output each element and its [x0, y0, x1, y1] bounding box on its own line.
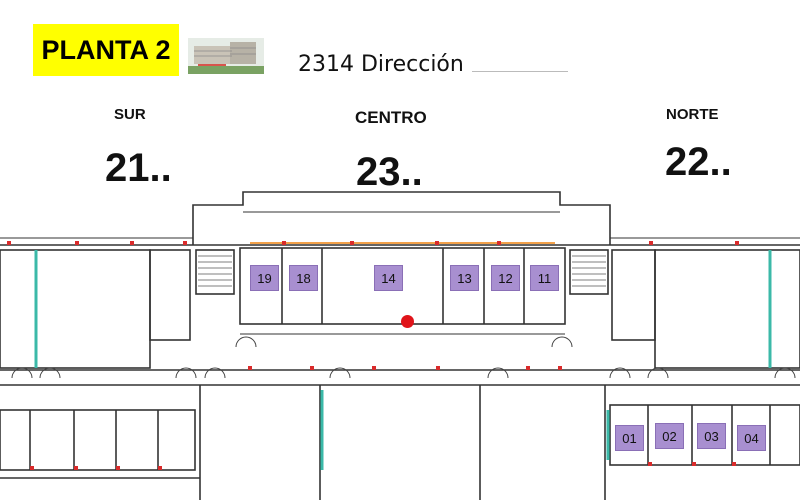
room-12[interactable]: 12 [491, 265, 520, 291]
room-01[interactable]: 01 [615, 425, 644, 451]
wing-centro-code: 23.. [356, 150, 423, 194]
wing-norte-name: NORTE [666, 106, 719, 123]
wing-sur-code: 21.. [105, 146, 172, 190]
room-title: 2314 Dirección [298, 52, 464, 77]
wing-centro-name: CENTRO [355, 108, 427, 127]
room-04[interactable]: 04 [737, 425, 766, 451]
room-18[interactable]: 18 [289, 265, 318, 291]
floor-label: PLANTA 2 [33, 24, 179, 76]
room-11[interactable]: 11 [530, 265, 559, 291]
floor-plan [0, 191, 800, 500]
room-13[interactable]: 13 [450, 265, 479, 291]
location-marker-icon [401, 315, 414, 328]
room-19[interactable]: 19 [250, 265, 279, 291]
divider [472, 71, 568, 72]
room-03[interactable]: 03 [697, 423, 726, 449]
room-14[interactable]: 14 [374, 265, 403, 291]
wing-sur-name: SUR [114, 106, 146, 123]
wing-norte-code: 22.. [665, 140, 732, 184]
room-02[interactable]: 02 [655, 423, 684, 449]
building-thumbnail [188, 38, 264, 74]
